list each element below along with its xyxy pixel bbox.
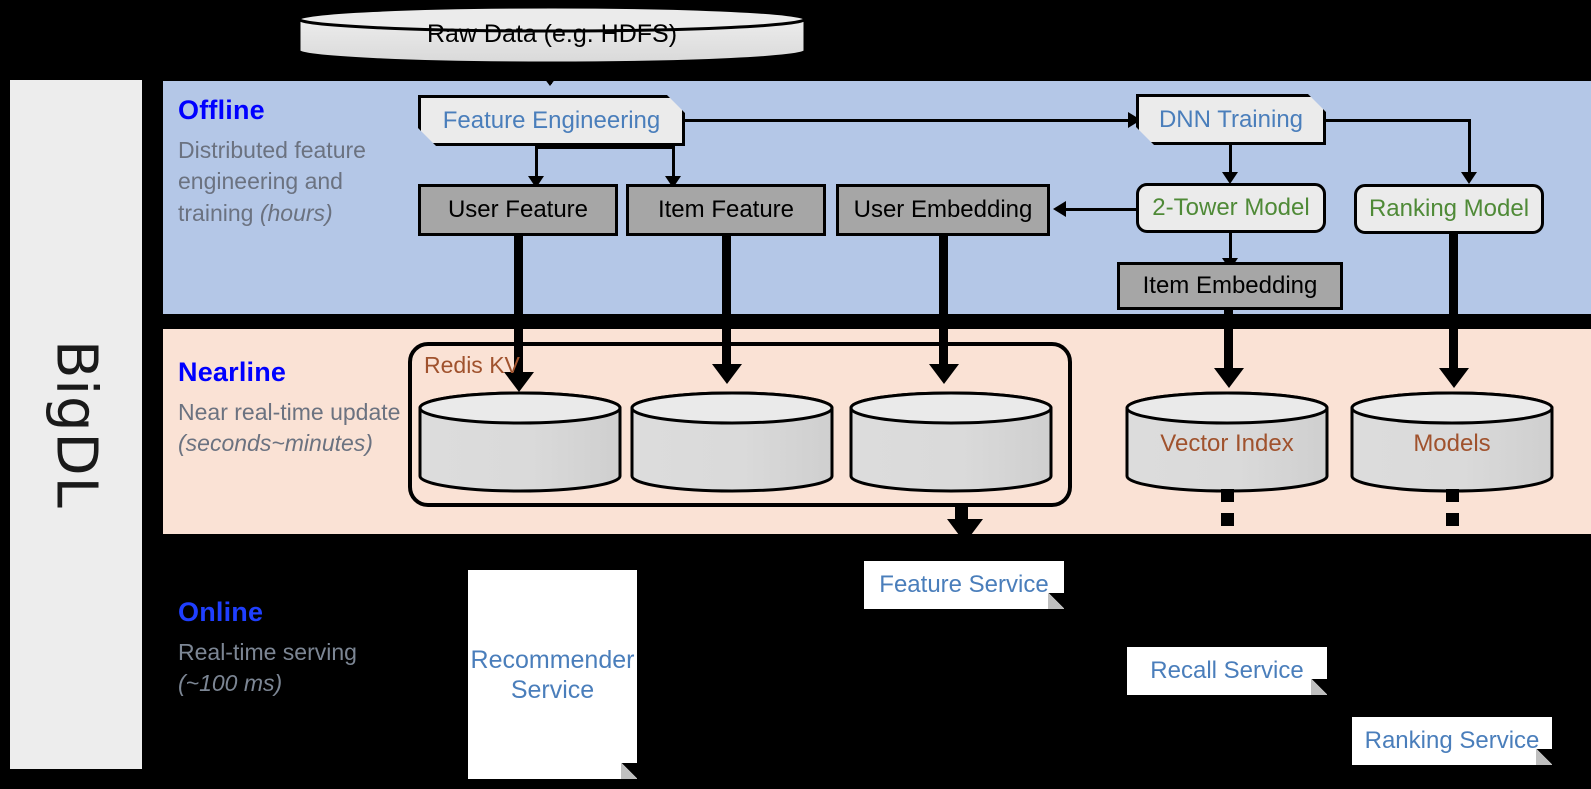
arrowhead-itemembedding-vectorindex: [1214, 368, 1244, 388]
offline-title: Offline: [178, 95, 265, 125]
node-two-tower-model[interactable]: 2-Tower Model: [1136, 183, 1326, 233]
recommender-service-label: Recommender Service: [470, 645, 635, 704]
two-tower-model-label: 2-Tower Model: [1152, 194, 1310, 221]
dnn-training-label: DNN Training: [1158, 105, 1304, 133]
edge-twotower-itemembedding: [1229, 233, 1232, 263]
edge-itemembedding-vectorindex: [1224, 310, 1233, 376]
online-subtitle-text: Real-time serving: [178, 639, 357, 665]
edge-featureeng-fanout: [535, 146, 675, 149]
node-item-embedding[interactable]: Item Embedding: [1117, 262, 1343, 310]
arrowhead-userfeature-store: [504, 372, 534, 392]
offline-heading: Offline Distributed feature engineering …: [178, 95, 398, 229]
online-subtitle: Real-time serving (~100 ms): [178, 637, 408, 700]
offline-subtitle-em: (hours): [259, 199, 333, 226]
nearline-subtitle: Near real-time update (seconds~minutes): [178, 397, 418, 460]
edge-userembedding-store: [939, 236, 948, 373]
recall-service-label: Recall Service: [1150, 656, 1304, 684]
models-cylinder[interactable]: Models: [1349, 390, 1555, 494]
redis-kv-group: [408, 342, 1072, 507]
connector-redis-featureservice: [955, 506, 968, 519]
raw-data-disk: Raw Data (e.g. HDFS): [296, 4, 808, 66]
item-embedding-label: Item Embedding: [1142, 272, 1318, 299]
item-feature-label: Item Feature: [657, 196, 795, 223]
edge-itemfeature-store: [722, 236, 731, 373]
arrowhead-twotower-userembedding: [1053, 201, 1066, 217]
connector-vectorindex-recall-a: [1221, 489, 1234, 502]
edge-featureeng-dnntraining: [685, 119, 1138, 122]
offline-subtitle: Distributed feature engineering and trai…: [178, 135, 398, 229]
online-heading: Online Real-time serving (~100 ms): [178, 597, 408, 700]
node-recall-service[interactable]: Recall Service: [1127, 647, 1327, 695]
edge-twotower-userembedding: [1066, 208, 1136, 211]
redis-kv-label: Redis KV: [424, 352, 520, 378]
connector-models-ranking-b: [1446, 513, 1459, 526]
edge-dnn-rankingmodel-v: [1468, 119, 1471, 177]
arrowhead-dnn-rankingmodel: [1461, 172, 1477, 184]
nearline-title: Nearline: [178, 357, 287, 387]
models-label: Models: [1413, 430, 1491, 457]
nearline-subtitle-text: Near real-time update: [178, 399, 401, 425]
raw-data-label: Raw Data (e.g. HDFS): [426, 20, 678, 48]
connector-vectorindex-recall-b: [1221, 513, 1234, 526]
arrowhead-rawdata-featureeng: [535, 66, 565, 86]
bigdl-platform-sidebar: BigDL: [6, 76, 146, 773]
node-item-feature[interactable]: Item Feature: [626, 184, 826, 236]
node-dnn-training[interactable]: DNN Training: [1136, 94, 1326, 145]
user-embedding-label: User Embedding: [853, 196, 1033, 223]
edge-dnn-rankingmodel-h: [1326, 119, 1471, 122]
bigdl-label: BigDL: [43, 340, 109, 509]
arrowhead-userembedding-store: [929, 364, 959, 384]
online-subtitle-em: (~100 ms): [178, 670, 283, 697]
node-ranking-service[interactable]: Ranking Service: [1352, 717, 1552, 765]
node-feature-service[interactable]: Feature Service: [864, 561, 1064, 609]
node-recommender-service[interactable]: Recommender Service: [468, 570, 637, 779]
store-user-embedding-cylinder[interactable]: [848, 390, 1054, 494]
arrowhead-dnn-twotower: [1222, 172, 1238, 184]
connector-models-ranking-a: [1446, 489, 1459, 502]
edge-dnn-twotower: [1229, 145, 1232, 177]
store-user-feature-cylinder[interactable]: [417, 390, 623, 494]
ranking-service-label: Ranking Service: [1364, 726, 1540, 754]
arrowhead-rankingmodel-models: [1439, 368, 1469, 388]
node-user-embedding[interactable]: User Embedding: [836, 184, 1050, 236]
nearline-subtitle-em: (seconds~minutes): [178, 430, 373, 457]
feature-service-label: Feature Service: [879, 570, 1049, 598]
vector-index-cylinder[interactable]: Vector Index: [1124, 390, 1330, 494]
arrowhead-redis-featureservice: [947, 519, 983, 543]
edge-featureeng-userfeature: [535, 146, 538, 180]
arrowhead-itemfeature-store: [712, 364, 742, 384]
node-ranking-model[interactable]: Ranking Model: [1354, 184, 1544, 234]
edge-rankingmodel-models: [1449, 234, 1458, 376]
edge-featureeng-itemfeature: [672, 146, 675, 180]
store-item-feature-cylinder[interactable]: [629, 390, 835, 494]
vector-index-label: Vector Index: [1160, 430, 1294, 457]
user-feature-label: User Feature: [447, 196, 589, 223]
feature-engineering-label: Feature Engineering: [442, 106, 661, 134]
edge-userfeature-store: [514, 236, 523, 381]
online-title: Online: [178, 597, 264, 627]
offline-subtitle-text: Distributed feature engineering and trai…: [178, 137, 366, 226]
ranking-model-label: Ranking Model: [1368, 195, 1530, 222]
nearline-heading: Nearline Near real-time update (seconds~…: [178, 357, 418, 460]
node-user-feature[interactable]: User Feature: [418, 184, 618, 236]
node-feature-engineering[interactable]: Feature Engineering: [418, 95, 685, 146]
